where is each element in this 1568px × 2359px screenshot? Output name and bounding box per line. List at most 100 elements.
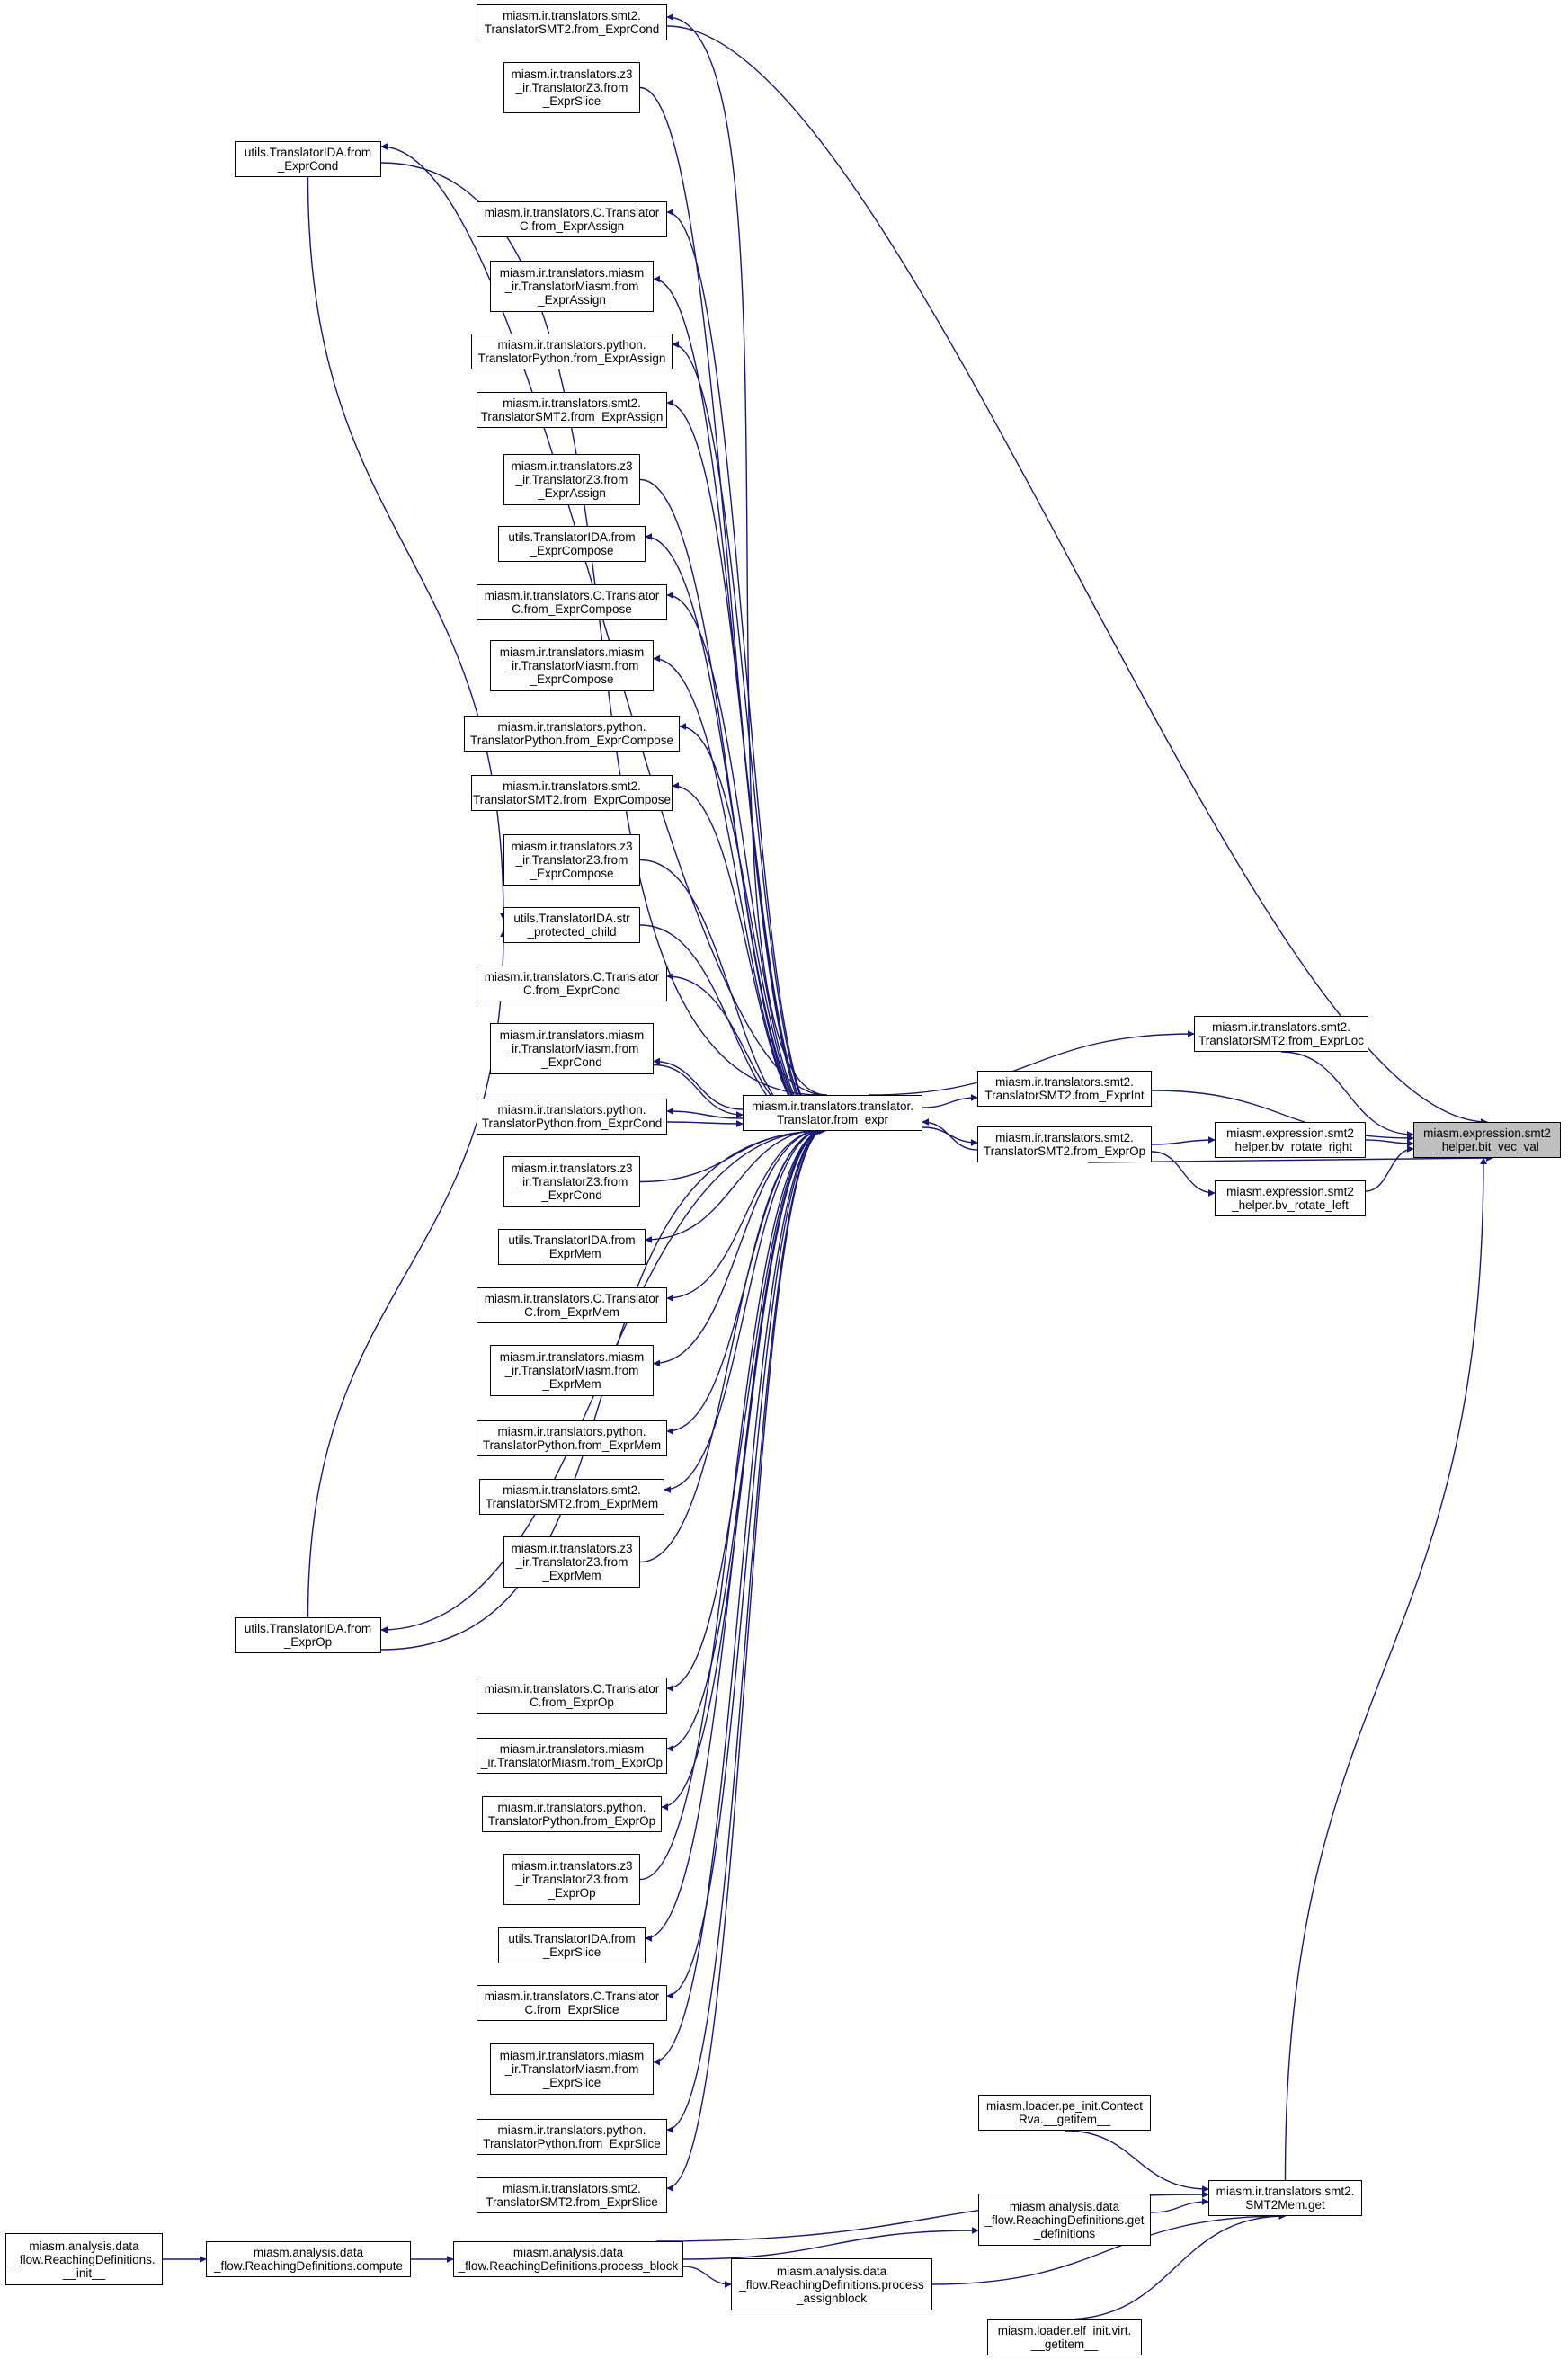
- node-miasm-from-exprassign[interactable]: miasm.ir.translators.miasm_ir.Translator…: [490, 261, 654, 312]
- node-smt2-from-exprcompose[interactable]: miasm.ir.translators.smt2.TranslatorSMT2…: [471, 775, 673, 811]
- node-ida-from-exprcond[interactable]: utils.TranslatorIDA.from_ExprCond: [235, 141, 381, 177]
- call-edge: [666, 1128, 826, 1999]
- node-label-line: miasm.ir.translators.miasm: [499, 266, 645, 280]
- call-edge: [1151, 1090, 1414, 1142]
- node-label-line: miasm.ir.translators.C.Translator: [484, 1292, 660, 1305]
- node-elf-getitem[interactable]: miasm.loader.elf_init.virt.__getitem__: [987, 2319, 1142, 2355]
- node-label-line: _ir.TranslatorZ3.from: [515, 81, 628, 94]
- node-label-line: miasm.ir.translators.smt2.: [995, 1131, 1134, 1144]
- node-label-line: TranslatorPython.from_ExprAssign: [477, 352, 666, 365]
- node-label-line: _flow.ReachingDefinitions.process: [739, 2277, 924, 2292]
- node-python-from-exprassign[interactable]: miasm.ir.translators.python.TranslatorPy…: [471, 334, 673, 369]
- node-smt2-from-exprslice[interactable]: miasm.ir.translators.smt2.TranslatorSMT2…: [477, 2177, 667, 2213]
- node-miasm-from-exprcond[interactable]: miasm.ir.translators.miasm_ir.Translator…: [490, 1023, 654, 1074]
- call-edge: [653, 1128, 826, 1367]
- node-smt2mem-get[interactable]: miasm.ir.translators.smt2.SMT2Mem.get: [1208, 2180, 1362, 2216]
- node-label-line: Rva.__getitem__: [1018, 2113, 1111, 2126]
- node-smt2-from-exprint[interactable]: miasm.ir.translators.smt2.TranslatorSMT2…: [977, 1071, 1152, 1107]
- node-python-from-exprmem[interactable]: miasm.ir.translators.python.TranslatorPy…: [477, 1420, 667, 1456]
- node-process-assignblock[interactable]: miasm.analysis.data_flow.ReachingDefinit…: [731, 2258, 932, 2310]
- node-label-line: C.from_ExprCond: [522, 984, 621, 997]
- node-miasm-from-exprop[interactable]: miasm.ir.translators.miasm_ir.Translator…: [477, 1738, 667, 1774]
- node-label-line: _assignblock: [796, 2291, 868, 2305]
- node-process-block[interactable]: miasm.analysis.data_flow.ReachingDefinit…: [453, 2241, 683, 2277]
- node-label-line: _ir.TranslatorZ3.from: [515, 1873, 628, 1886]
- node-label-line: _ExprCompose: [530, 544, 614, 557]
- node-label-line: TranslatorPython.from_ExprOp: [487, 1814, 656, 1828]
- node-ida-from-exprcompose[interactable]: utils.TranslatorIDA.from_ExprCompose: [498, 526, 646, 562]
- node-label-line: miasm.ir.translators.python.: [497, 1425, 646, 1438]
- node-label-line: utils.TranslatorIDA.from: [508, 1932, 636, 1945]
- node-label-line: miasm.loader.pe_init.Contect: [985, 2099, 1144, 2113]
- node-z3-from-exprop[interactable]: miasm.ir.translators.z3_ir.TranslatorZ3.…: [503, 1854, 640, 1905]
- node-miasm-from-exprcompose[interactable]: miasm.ir.translators.miasm_ir.Translator…: [490, 640, 654, 691]
- call-edge: [639, 86, 824, 1135]
- node-miasm-from-exprmem[interactable]: miasm.ir.translators.miasm_ir.Translator…: [490, 1345, 654, 1396]
- call-edge: [1064, 2130, 1209, 2193]
- call-edge: [1151, 1136, 1216, 1145]
- node-get-definitions[interactable]: miasm.analysis.data_flow.ReachingDefinit…: [978, 2194, 1151, 2246]
- node-label-line: miasm.ir.translators.miasm: [499, 1742, 645, 1756]
- node-label-line: _ExprMem: [542, 1569, 601, 1582]
- node-label-line: _ir.TranslatorZ3.from: [515, 1555, 628, 1569]
- node-bit-vec-val[interactable]: miasm.expression.smt2_helper.bit_vec_val: [1413, 1122, 1561, 1158]
- node-label-line: miasm.ir.translators.python.: [497, 2123, 646, 2137]
- node-label-line: _flow.ReachingDefinitions.compute: [213, 2259, 404, 2273]
- node-label-line: _ExprCond: [541, 1055, 602, 1069]
- node-label-line: utils.TranslatorIDA.str: [513, 912, 630, 925]
- node-label-line: miasm.ir.translators.miasm: [499, 1350, 645, 1364]
- node-python-from-exprcond[interactable]: miasm.ir.translators.python.TranslatorPy…: [477, 1099, 667, 1135]
- node-ida-from-exprop[interactable]: utils.TranslatorIDA.from_ExprOp: [235, 1617, 381, 1653]
- node-label-line: miasm.ir.translators.python.: [497, 1103, 646, 1117]
- node-label-line: miasm.analysis.data: [512, 2246, 624, 2259]
- node-bv-rotate-right[interactable]: miasm.expression.smt2_helper.bv_rotate_r…: [1215, 1122, 1366, 1158]
- node-label-line: miasm.ir.translators.smt2.: [503, 2182, 641, 2195]
- node-z3-from-exprslice[interactable]: miasm.ir.translators.z3_ir.TranslatorZ3.…: [503, 62, 640, 113]
- node-compute[interactable]: miasm.analysis.data_flow.ReachingDefinit…: [206, 2241, 411, 2277]
- node-label-line: _ir.TranslatorZ3.from: [515, 1175, 628, 1188]
- node-label-line: _ir.TranslatorMiasm.from: [504, 1042, 639, 1055]
- node-python-from-exprslice[interactable]: miasm.ir.translators.python.TranslatorPy…: [477, 2119, 667, 2155]
- call-edge: [666, 25, 1488, 1126]
- node-label-line: miasm.expression.smt2: [1226, 1185, 1354, 1198]
- call-edge: [639, 478, 824, 1135]
- node-smt2-from-exprmem[interactable]: miasm.ir.translators.smt2.TranslatorSMT2…: [479, 1479, 664, 1515]
- node-label-line: TranslatorSMT2.from_ExprOp: [983, 1144, 1146, 1158]
- node-ida-from-exprslice[interactable]: utils.TranslatorIDA.from_ExprSlice: [498, 1927, 646, 1963]
- call-edge: [666, 209, 826, 1130]
- node-python-from-exprop[interactable]: miasm.ir.translators.python.TranslatorPy…: [482, 1796, 662, 1832]
- node-rd-init[interactable]: miasm.analysis.data_flow.ReachingDefinit…: [5, 2233, 163, 2285]
- node-smt2-from-exprcond[interactable]: miasm.ir.translators.smt2.TranslatorSMT2…: [477, 4, 667, 40]
- node-python-from-exprcompose[interactable]: miasm.ir.translators.python.TranslatorPy…: [464, 716, 680, 752]
- node-label-line: _ExprSlice: [542, 2076, 601, 2089]
- node-ida-from-exprmem[interactable]: utils.TranslatorIDA.from_ExprMem: [498, 1229, 646, 1265]
- node-z3-from-exprassign[interactable]: miasm.ir.translators.z3_ir.TranslatorZ3.…: [503, 454, 640, 505]
- node-from-expr[interactable]: miasm.ir.translators.translator.Translat…: [743, 1095, 922, 1131]
- call-edge: [664, 1128, 826, 1493]
- node-bv-rotate-left[interactable]: miasm.expression.smt2_helper.bv_rotate_l…: [1215, 1180, 1366, 1216]
- node-label-line: _protected_child: [527, 925, 617, 939]
- node-label-line: miasm.ir.translators.z3: [511, 1542, 633, 1555]
- node-smt2-from-exprop[interactable]: miasm.ir.translators.smt2.TranslatorSMT2…: [977, 1126, 1152, 1162]
- call-edge: [1064, 2212, 1287, 2320]
- node-z3-from-exprcond[interactable]: miasm.ir.translators.z3_ir.TranslatorZ3.…: [503, 1156, 640, 1207]
- node-z3-from-exprmem[interactable]: miasm.ir.translators.z3_ir.TranslatorZ3.…: [503, 1536, 640, 1588]
- node-miasm-from-exprslice[interactable]: miasm.ir.translators.miasm_ir.Translator…: [490, 2043, 654, 2095]
- node-label-line: miasm.ir.translators.C.Translator: [484, 589, 660, 602]
- node-z3-from-exprcompose[interactable]: miasm.ir.translators.z3_ir.TranslatorZ3.…: [503, 834, 640, 886]
- node-smt2-from-exprloc[interactable]: miasm.ir.translators.smt2.TranslatorSMT2…: [1194, 1016, 1368, 1052]
- node-label-line: miasm.ir.translators.C.Translator: [484, 206, 660, 219]
- node-smt2-from-exprassign[interactable]: miasm.ir.translators.smt2.TranslatorSMT2…: [477, 392, 667, 428]
- node-ida-str-protected-child[interactable]: utils.TranslatorIDA.str_protected_child: [503, 907, 640, 943]
- node-label-line: _ExprCompose: [530, 672, 614, 686]
- call-edge: [1280, 1051, 1414, 1138]
- node-label-line: miasm.ir.translators.smt2.: [995, 1075, 1134, 1089]
- call-edge: [1150, 2198, 1209, 2213]
